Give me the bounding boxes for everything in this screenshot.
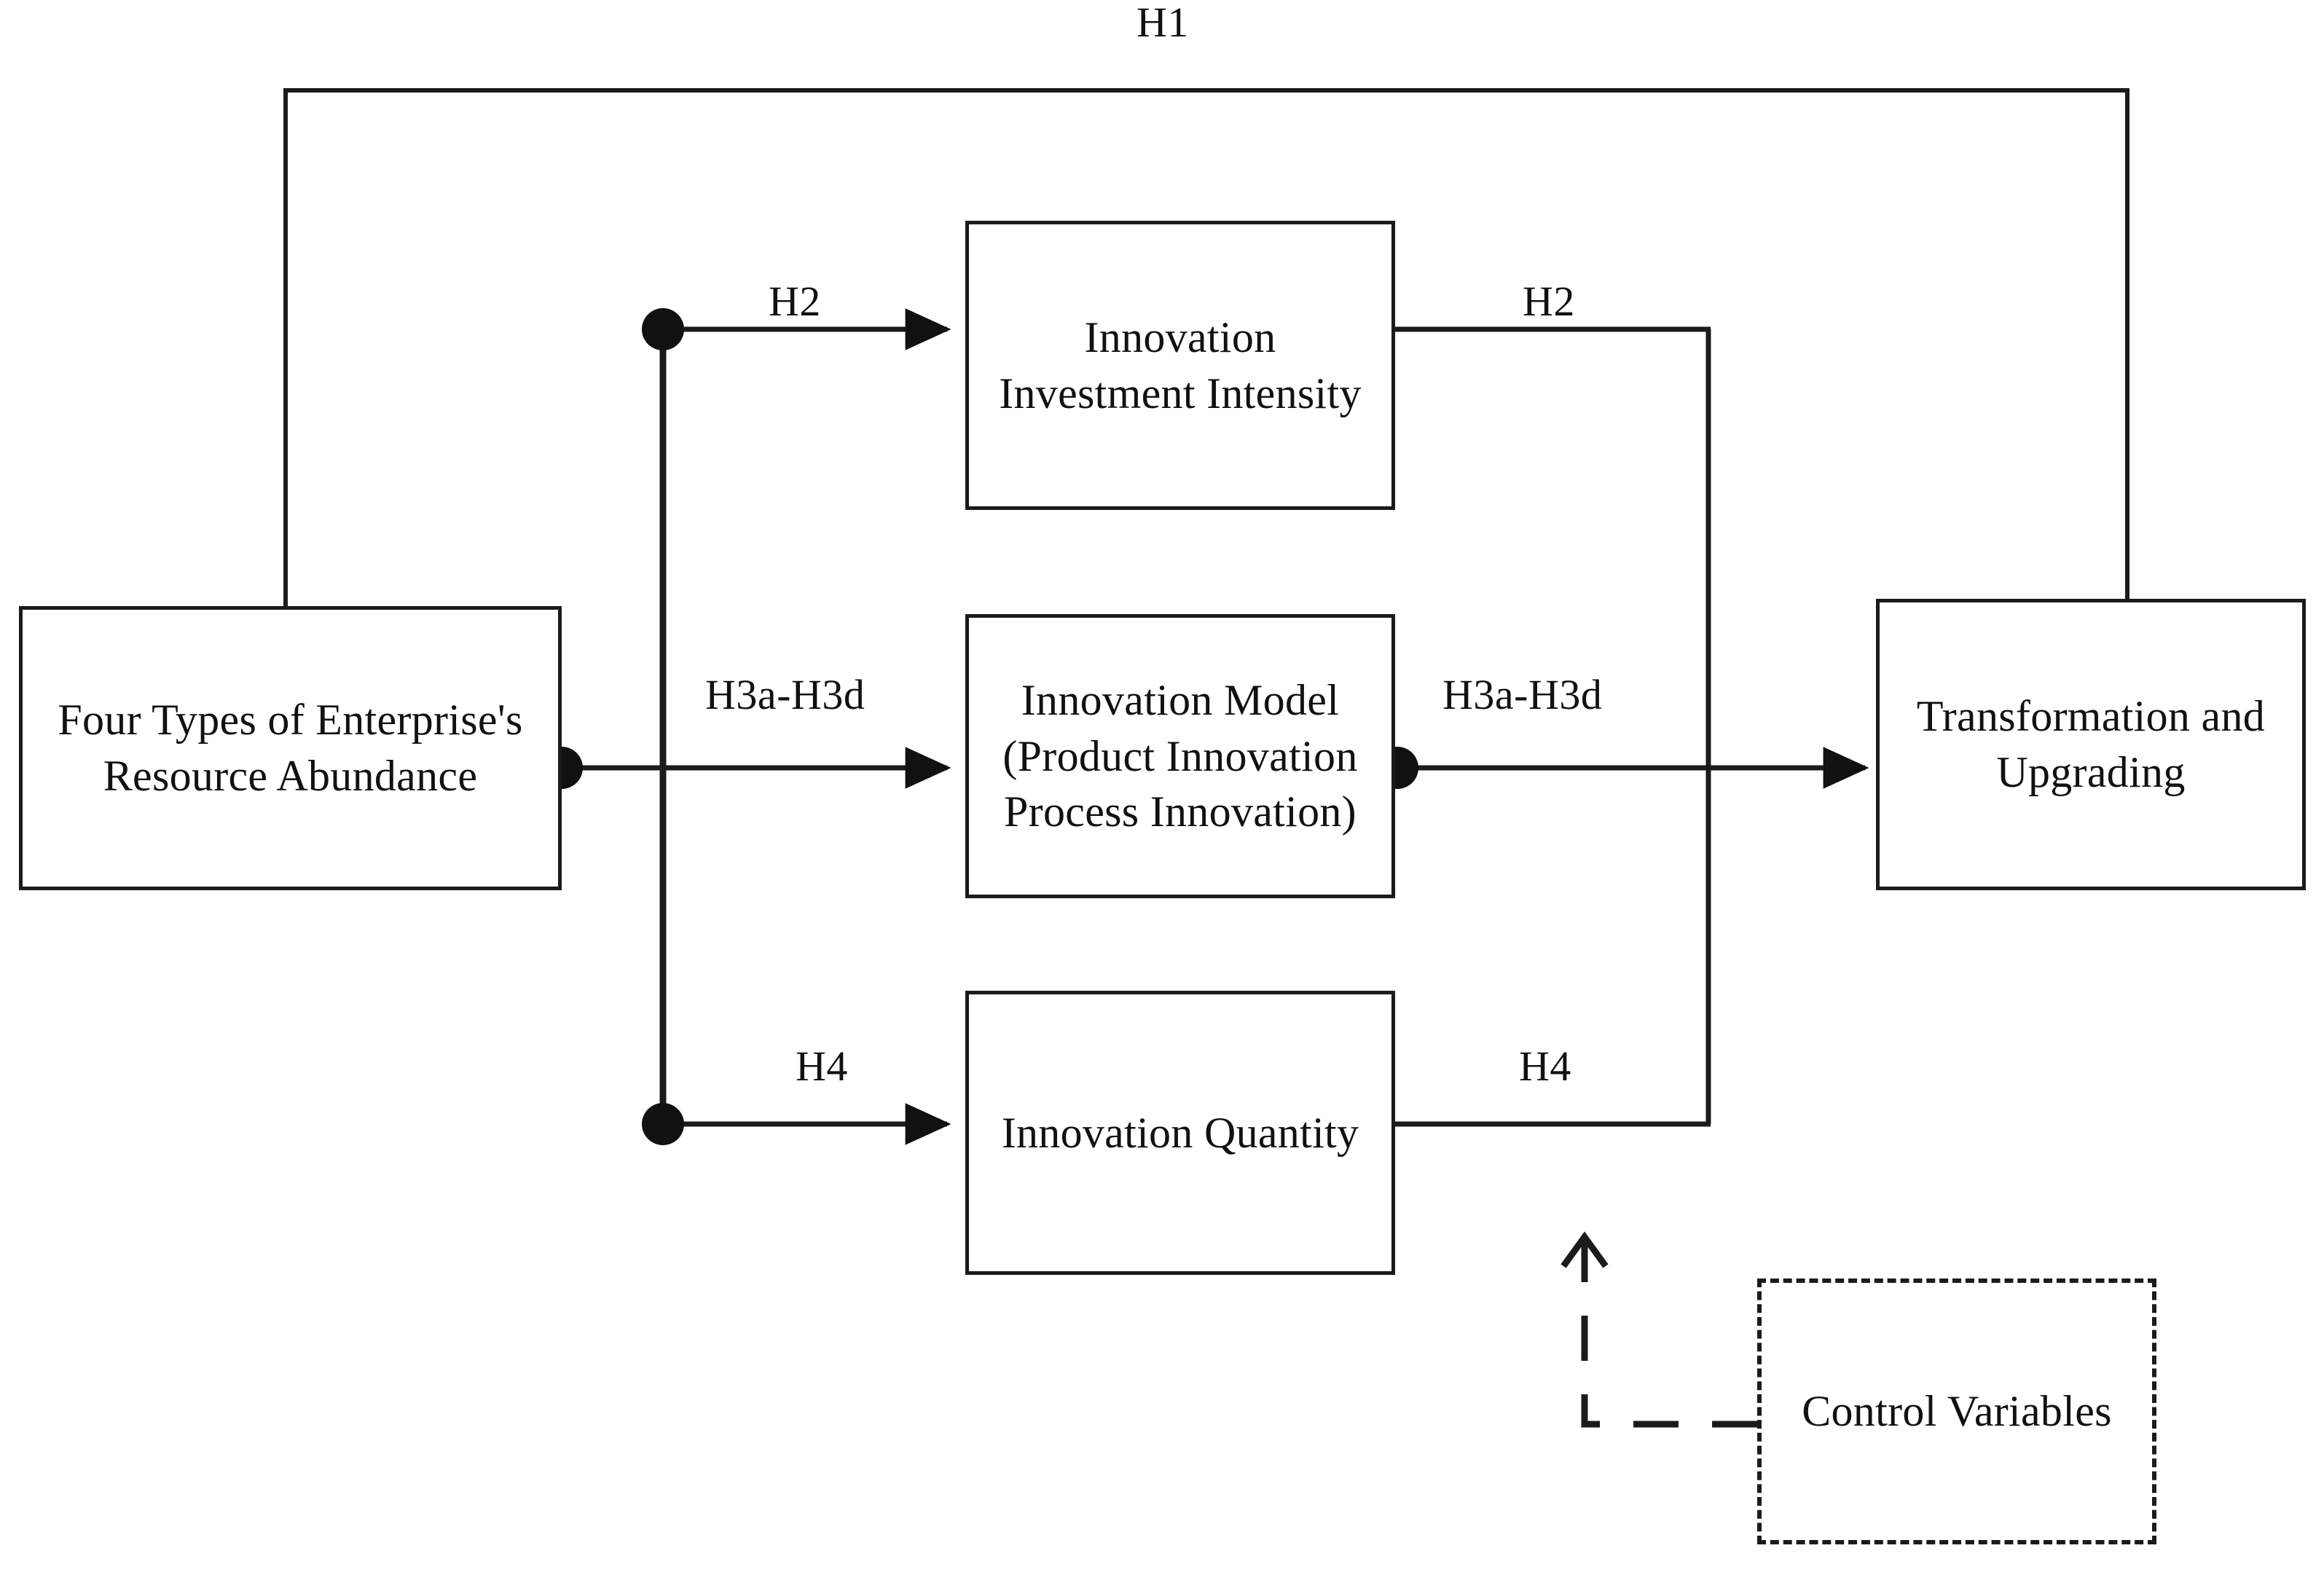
edge-label-h3a-h3d-left: H3a-H3d bbox=[705, 671, 865, 718]
node-label: Four Types of Enterprise's Resource Abun… bbox=[58, 696, 523, 800]
node-innovation-model: Innovation Model (Product Innovation Pro… bbox=[965, 614, 1395, 898]
edge-h2-left bbox=[642, 308, 951, 350]
node-label: Innovation Quantity bbox=[1001, 1108, 1359, 1157]
node-label: Control Variables bbox=[1802, 1387, 2112, 1436]
node-label: Innovation Model (Product Innovation Pro… bbox=[1002, 675, 1358, 836]
node-label: Transformation and Upgrading bbox=[1916, 692, 2266, 796]
edge-label-h1: H1 bbox=[1137, 0, 1189, 46]
node-innovation-quantity: Innovation Quantity bbox=[965, 991, 1395, 1275]
node-transformation-and-upgrading: Transformation and Upgrading bbox=[1876, 599, 2306, 890]
edge-h3-right bbox=[1376, 747, 1869, 789]
edge-label-h4-right: H4 bbox=[1519, 1042, 1571, 1090]
edge-label-h4-left: H4 bbox=[796, 1042, 848, 1090]
node-label: Innovation Investment Intensity bbox=[999, 313, 1362, 417]
node-control-variables: Control Variables bbox=[1757, 1278, 2156, 1544]
edge-control-moderator bbox=[1561, 1231, 1757, 1428]
node-innovation-investment-intensity: Innovation Investment Intensity bbox=[965, 221, 1395, 510]
edge-label-h3a-h3d-right: H3a-H3d bbox=[1442, 671, 1603, 718]
edge-label-h2-right: H2 bbox=[1523, 278, 1575, 325]
edge-label-h2-left: H2 bbox=[769, 278, 821, 325]
edge-h3-left bbox=[541, 747, 951, 789]
edge-h1 bbox=[283, 88, 2129, 606]
node-four-types-of-enterprises-resource-abundance: Four Types of Enterprise's Resource Abun… bbox=[19, 606, 562, 890]
edge-h4-left bbox=[642, 1103, 951, 1145]
